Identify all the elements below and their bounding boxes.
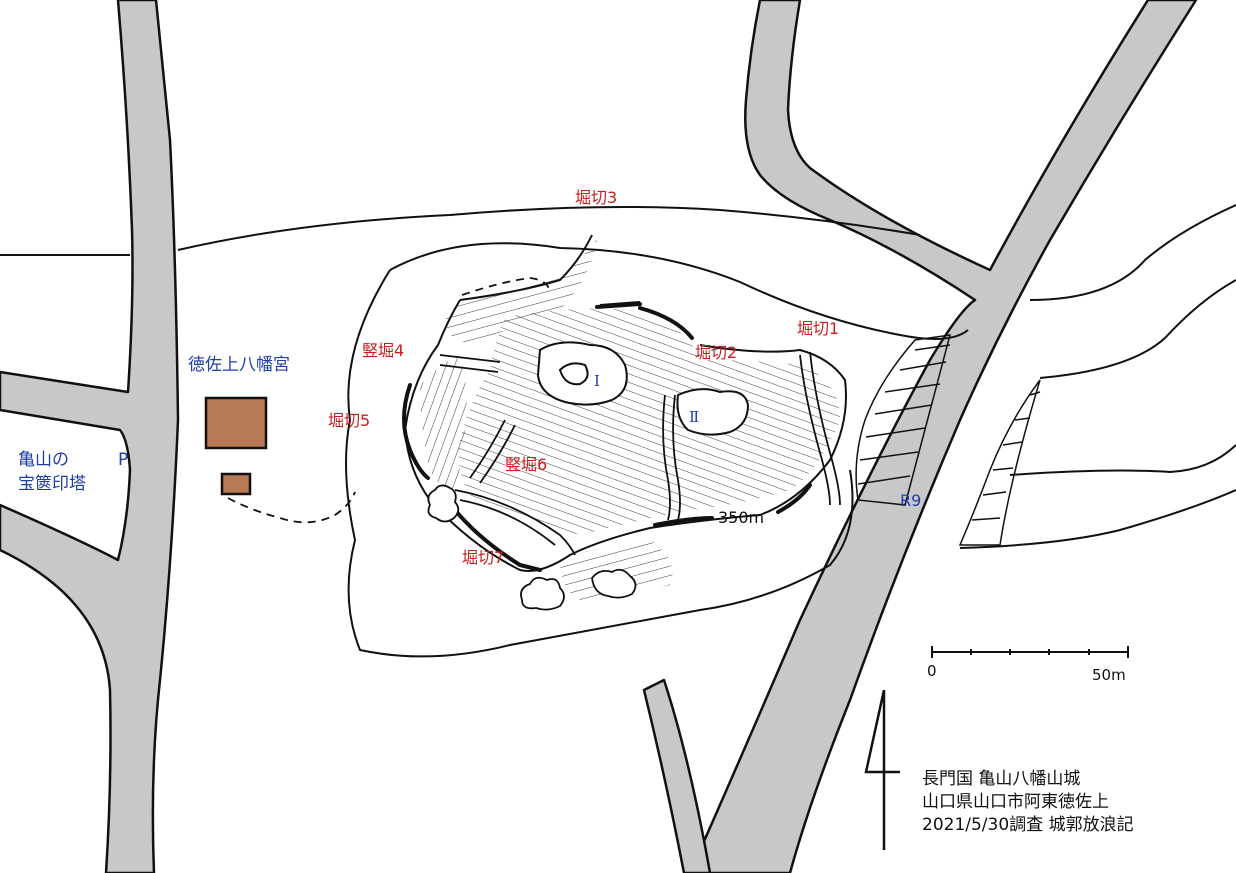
east-contour-3 [1009, 444, 1236, 476]
east-contour-4 [959, 489, 1236, 549]
west-slope [420, 355, 467, 495]
credit-survey: 2021/5/30調査 城郭放浪記 [922, 815, 1134, 835]
tatebori-6-label: 竪堀6 [505, 455, 548, 474]
horikiri-3-label: 堀切3 [575, 188, 618, 207]
horikiri-1-label: 堀切1 [797, 319, 840, 338]
east-contour-1 [1029, 204, 1236, 301]
scale-start-label: 0 [927, 662, 937, 680]
dashed-paths [227, 277, 551, 524]
road-network [0, 0, 1198, 873]
main-slope [458, 308, 840, 534]
route-9-label: R9 [900, 491, 922, 510]
slope-west-of-r9 [855, 334, 952, 506]
elevation-line-right [776, 483, 812, 514]
bailey-1-inner [558, 362, 589, 386]
roadside-slopes [855, 334, 1041, 546]
tatebori-6-lines [469, 419, 516, 484]
map-credit: 長門国 亀山八幡山城 山口県山口市阿東徳佐上 2021/5/30調査 城郭放浪記 [922, 768, 1222, 837]
bailey-2-label: Ⅱ [689, 408, 700, 426]
north-arrow-icon [864, 689, 900, 850]
vertical-moats [439, 351, 841, 556]
elevation-label: 350m [718, 508, 765, 527]
pagoda-line-2: 宝篋印塔 [18, 474, 86, 494]
bailey-1-label: Ⅰ [594, 372, 600, 390]
horikiri-5-mark [402, 383, 430, 480]
slope-east-of-r9 [958, 379, 1041, 546]
horikiri-7-mark [453, 508, 542, 572]
bailey-2-outer [676, 388, 750, 436]
middle-moat-lines [662, 394, 681, 521]
road-south-branch [642, 678, 712, 873]
scale-bar [931, 646, 1129, 658]
tatebori-4-lines [439, 354, 501, 373]
pagoda-letter: P [118, 450, 129, 470]
horikiri-5-label: 堀切5 [328, 411, 371, 430]
scale-end-label: 50m [1092, 666, 1126, 684]
horikiri-7-label: 堀切7 [462, 548, 505, 567]
tree-group-south-2 [591, 568, 637, 599]
shrine-name: 徳佐上八幡宮 [188, 355, 290, 375]
credit-location: 山口県山口市阿東徳佐上 [922, 792, 1109, 812]
pagoda-line-1: 亀山の [18, 450, 69, 470]
horikiri-2-mark [638, 306, 694, 340]
east-contour-2 [1039, 279, 1236, 379]
credit-title: 長門国 亀山八幡山城 [922, 769, 1081, 789]
tatebori-4-label: 竪堀4 [362, 341, 405, 360]
tree-group-south-1 [520, 576, 565, 611]
shrine-small-hall [220, 472, 252, 496]
east-moat-lines [799, 351, 841, 506]
south-moat-lines [454, 489, 576, 556]
elevation-line-left [653, 516, 714, 527]
moat-marks [402, 302, 812, 572]
tree-group-west [427, 484, 460, 523]
baileys [536, 341, 750, 436]
road-route-9 [688, 0, 1198, 873]
north-mark [595, 302, 642, 309]
mountain-outer-contour [345, 242, 969, 658]
castle-slopes [420, 238, 840, 600]
horikiri-2-label: 堀切2 [695, 343, 738, 362]
trail-north [461, 277, 551, 296]
shrine-buildings [204, 396, 268, 496]
valley-edge-north [0, 205, 921, 256]
road-west-vertical [0, 0, 180, 873]
north-slope [445, 238, 598, 343]
trees [427, 484, 637, 611]
shrine-main-hall [204, 396, 268, 450]
trail-to-pagoda [227, 491, 356, 524]
